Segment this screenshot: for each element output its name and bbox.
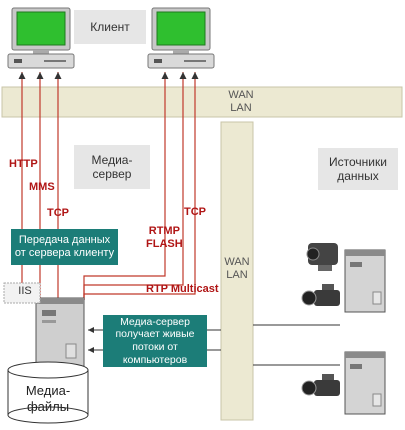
wan-lan-band-horizontal: [1, 86, 403, 118]
client-computer-2-icon: [147, 7, 215, 69]
webcam-icon: [306, 243, 338, 271]
iis-box: [3, 282, 41, 304]
media-files-label: Медиа- файлы: [25, 383, 71, 414]
media-files-database-icon: [7, 361, 89, 424]
transfer-callout-text: Передача данных от сервера клиенту: [14, 233, 115, 259]
protocol-tcp-right: TCP: [184, 206, 206, 218]
stream-arrows-right: [83, 72, 199, 300]
source-server-1-icon: [344, 249, 386, 313]
protocol-http: HTTP: [9, 158, 38, 170]
wan-lan-horizontal-label: WAN LAN: [216, 89, 266, 114]
receive-callout: Медиа-сервер получает живые потоки от ко…: [103, 315, 207, 367]
client-label-text: Клиент: [90, 20, 130, 34]
source-server-2-icon: [344, 351, 386, 415]
receive-callout-text: Медиа-сервер получает живые потоки от ко…: [115, 315, 195, 366]
lan-vertical-text: LAN: [226, 268, 248, 281]
data-sources-label: Источники данных: [318, 148, 398, 190]
protocol-tcp-left: TCP: [47, 207, 69, 219]
camcorder-1-icon: [301, 284, 340, 306]
wan-horizontal-text: WAN: [228, 89, 254, 101]
wan-vertical-text: WAN: [224, 256, 250, 268]
protocol-mms: MMS: [29, 181, 55, 193]
client-computer-1-icon: [7, 7, 75, 69]
media-server-label: Медиа- сервер: [74, 145, 150, 189]
lan-horizontal-text: LAN: [230, 101, 252, 114]
transfer-callout: Передача данных от сервера клиенту: [11, 229, 118, 265]
media-server-icon: [35, 297, 85, 367]
media-server-label-text: Медиа- сервер: [91, 153, 133, 181]
wan-lan-vertical-label: WAN LAN: [221, 256, 253, 281]
data-sources-label-text: Источники данных: [329, 155, 387, 183]
protocol-rtmp-flash: RTMP FLASH: [146, 225, 183, 251]
iis-label: IIS: [18, 285, 32, 297]
client-label: Клиент: [74, 10, 146, 44]
protocol-rtp-multicast: RTP Multicast: [146, 283, 219, 295]
camcorder-2-icon: [301, 374, 340, 396]
wan-lan-band-vertical: [220, 121, 254, 421]
